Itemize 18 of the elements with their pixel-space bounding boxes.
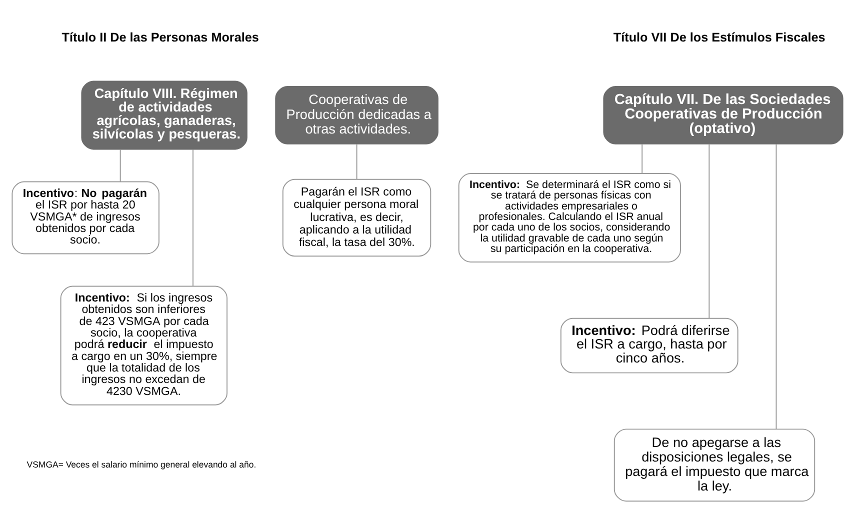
node-box: Incentivo: Podrá diferirse el ISR a cargo, hasta por cinco años.	[560, 318, 738, 374]
connector	[120, 148, 121, 182]
node-box: Cooperativas de Producción dedicadas a otras actividades.	[275, 86, 438, 144]
connector	[642, 144, 643, 174]
label: Título II De las Personas Morales	[62, 30, 259, 45]
node-box: Capítulo VII. De las Sociedades Cooperativas de Producción (optativo)	[603, 86, 844, 144]
node-box: Incentivo: Se determinará el ISR como si se tratará de personas físicas con actividades empresariales o profesionales. Calculando el ISR anual por cada uno de los socios, considerando la utilidad gravable de cada uno según su participación en la cooperativa.	[458, 173, 681, 262]
connector	[192, 148, 194, 287]
label: Título VII De los Estímulos Fiscales	[613, 30, 826, 45]
label: VSMGA= Veces el salario mínimo general elevando al año.	[26, 459, 256, 470]
connector	[356, 144, 358, 180]
node-box: De no apegarse a las disposiciones legales, se pagará el impuesto que marca la ley.	[614, 428, 816, 502]
connector	[776, 144, 777, 430]
node-box: Incentivo: Si los ingresos obtenidos son inferiores de 423 VSMGA por cada socio, la cooperativa podrá reducir el impuesto a cargo en un 30%, siempre que la totalidad de los ingresos no excedan de 4230 VSMGA.	[60, 286, 228, 406]
node-box: Incentivo: No pagarán el ISR por hasta 20 VSMGA* de ingresos obtenidos por cada socio.	[12, 181, 160, 254]
node-box: Pagarán el ISR como cualquier persona moral lucrativa, es decir, aplicando a la utilidad fiscal, la tasa del 30%.	[282, 178, 432, 257]
connector	[708, 143, 710, 319]
node-box: Capítulo VIII. Régimen de actividades agrícolas, ganaderas, silvícolas y pesqueras.	[81, 80, 248, 150]
